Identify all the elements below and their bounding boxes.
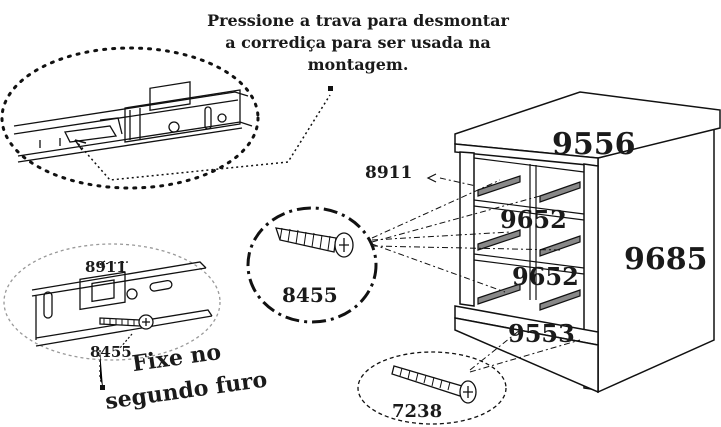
instruction-line-2: a corrediça para ser usada na	[225, 33, 491, 52]
fix-note-line2: segundo furo	[104, 366, 269, 414]
screw-8455-callout	[246, 206, 378, 324]
screw-circle-8455	[246, 206, 378, 324]
screw-label-8455: 8455	[282, 283, 338, 307]
slide-lock-detail	[0, 46, 333, 190]
base-panel-label: 9553	[508, 319, 575, 348]
screw-label-7238: 7238	[392, 401, 442, 422]
top-panel-label: 9556	[552, 127, 636, 162]
screw-7238-callout	[357, 351, 507, 425]
assembly-leaders	[371, 177, 581, 373]
fix-note-line1: Fixe no	[130, 339, 222, 377]
detail-circle-rail	[3, 243, 221, 361]
instruction-line-3: montagem.	[307, 55, 409, 74]
shelf-upper-label: 9652	[500, 205, 567, 234]
slide-rail-label: 8911	[365, 163, 412, 183]
screw-circle-7238	[357, 351, 507, 425]
instruction-text: Pressione a trava para desmontar a corre…	[168, 10, 548, 76]
cabinet-interior	[473, 157, 585, 311]
cabinet	[454, 91, 721, 394]
rail-screw-detail	[3, 243, 221, 390]
instruction-line-1: Pressione a trava para desmontar	[207, 11, 509, 30]
rail-label-detail: 8911	[85, 258, 127, 276]
detail-circle-lock	[0, 46, 260, 190]
shelf-lower-label: 9652	[512, 262, 579, 291]
screw-label-detail: 8455	[90, 343, 132, 361]
side-panel-label: 9685	[624, 242, 708, 277]
